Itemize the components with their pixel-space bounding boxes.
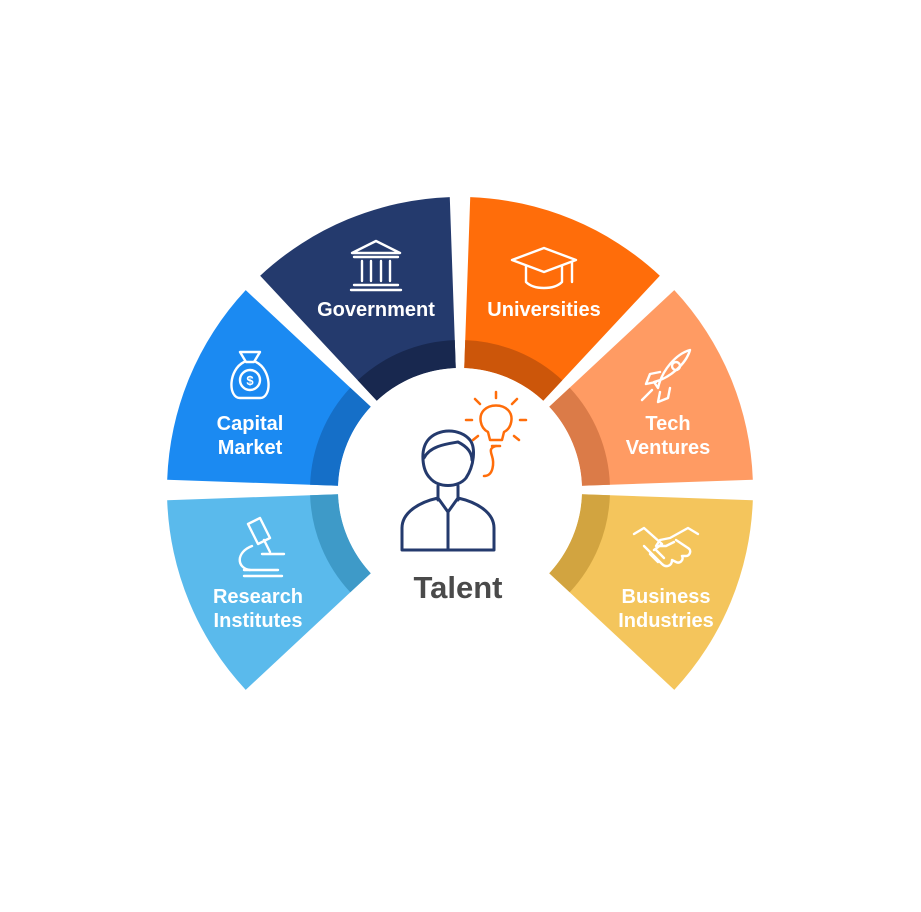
handshake-icon (632, 526, 700, 568)
segment-research-institutes: Research Institutes (167, 494, 371, 690)
segment-business-inner-band (549, 494, 610, 593)
rocket-icon (640, 348, 692, 404)
microscope-icon (238, 516, 286, 578)
segment-tech-label-line2: Ventures (626, 437, 710, 459)
government-building-icon (349, 239, 403, 292)
segment-business-industries: Business Industries (549, 494, 753, 690)
segment-business-label-line1: Business (622, 586, 711, 608)
segment-research-label-line1: Research (213, 586, 303, 608)
segment-tech-ventures: Tech Ventures (549, 290, 753, 486)
segment-business-label-line2: Industries (618, 610, 714, 632)
segment-universities: Universities (464, 197, 660, 401)
segment-government-label: Government (317, 299, 435, 321)
segment-universities-label: Universities (487, 299, 600, 321)
person-with-lightbulb-icon (400, 390, 528, 552)
center-talent: Talent (338, 368, 582, 612)
segment-research-inner-band (310, 494, 371, 593)
segment-government-inner-band (357, 340, 456, 401)
center-label: Talent (414, 570, 503, 605)
segment-tech-inner-band (549, 387, 610, 486)
segment-tech-label-line1: Tech (645, 413, 690, 435)
money-bag-icon: $ (230, 350, 270, 400)
svg-text:$: $ (246, 373, 254, 388)
segment-capital-label-line2: Market (218, 437, 283, 459)
segment-universities-inner-band (464, 340, 563, 401)
segment-capital-label-line1: Capital (217, 413, 284, 435)
segment-capital-market: $ Capital Market (167, 290, 371, 486)
segment-capital-inner-band (310, 387, 371, 486)
segment-government: Government (260, 197, 456, 401)
graduation-cap-icon (510, 246, 578, 290)
segment-research-label-line2: Institutes (214, 610, 303, 632)
center-circle (338, 368, 582, 612)
